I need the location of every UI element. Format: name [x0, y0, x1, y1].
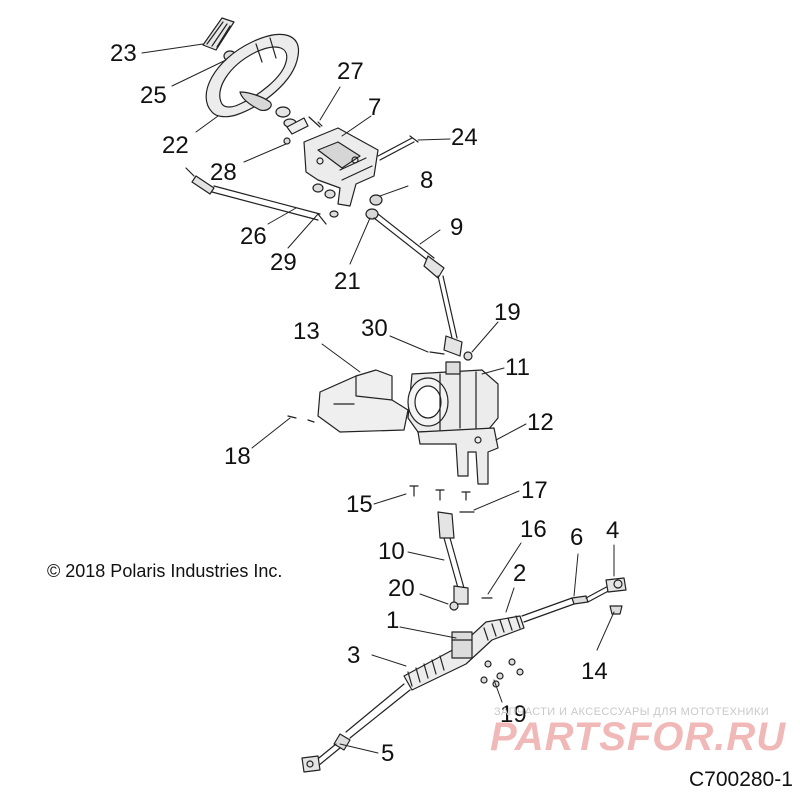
callout-28: 28 — [210, 159, 237, 186]
callout-16: 16 — [520, 516, 547, 543]
nut-20 — [449, 601, 459, 611]
callout-29: 29 — [270, 249, 297, 276]
callout-27: 27 — [337, 58, 364, 85]
steering-wheel-cap — [202, 17, 235, 51]
callout-4: 4 — [606, 517, 620, 544]
watermark-brand: PARTSFOR.RU — [490, 715, 787, 759]
bolt-24 — [377, 135, 419, 161]
watermark-tagline: ЗАПЧАСТИ И АКСЕССУАРЫ ДЛЯ МОТОТЕХНИКИ — [494, 706, 770, 718]
eps-unit — [407, 361, 499, 433]
callout-5: 5 — [381, 740, 395, 767]
bushing-21 — [365, 208, 379, 220]
callout-15: 15 — [346, 491, 373, 518]
callout-26: 26 — [240, 223, 267, 250]
callout-14: 14 — [581, 658, 608, 685]
bolt-27 — [308, 116, 323, 128]
washer-28 — [283, 137, 291, 145]
nut-14 — [609, 605, 623, 615]
column-bushings — [275, 106, 309, 135]
eps-mount-bracket — [417, 427, 499, 485]
screw-18 — [287, 415, 315, 423]
callout-13: 13 — [293, 318, 320, 345]
spacers-29 — [312, 183, 339, 218]
bolt-30 — [429, 351, 445, 355]
upper-steering-shaft — [373, 213, 463, 357]
steering-rack — [403, 615, 525, 691]
callout-24: 24 — [451, 124, 478, 151]
leader-lines — [141, 43, 615, 754]
callout-19-lower: 19 — [500, 701, 527, 728]
tie-rod-right — [521, 583, 615, 623]
callout-12: 12 — [527, 409, 554, 436]
steering-wheel — [205, 33, 300, 118]
gas-strut — [185, 167, 327, 225]
bolts-15 — [409, 485, 471, 501]
callout-10: 10 — [378, 538, 405, 565]
figure-id: C700280-1 — [689, 768, 793, 791]
callout-9: 9 — [450, 214, 464, 241]
callout-21: 21 — [334, 268, 361, 295]
callout-7: 7 — [368, 94, 382, 121]
callout-25: 25 — [140, 82, 167, 109]
callout-8: 8 — [420, 167, 434, 194]
callout-18: 18 — [224, 443, 251, 470]
callout-17: 17 — [521, 477, 548, 504]
nut-19-upper — [463, 351, 473, 361]
callout-2: 2 — [513, 560, 527, 587]
column-bracket — [303, 127, 379, 207]
nuts-19-lower — [480, 658, 524, 688]
intermediate-shaft — [437, 511, 469, 605]
callout-22: 22 — [162, 132, 189, 159]
callout-19-upper: 19 — [494, 299, 521, 326]
tie-rod-left — [301, 683, 411, 773]
callout-1: 1 — [386, 607, 400, 634]
tie-rod-end-right — [605, 577, 627, 593]
eps-cover — [317, 369, 409, 433]
callout-20: 20 — [388, 575, 415, 602]
callout-30: 30 — [361, 315, 388, 342]
callout-23: 23 — [110, 40, 137, 67]
callout-6: 6 — [570, 524, 584, 551]
callout-3: 3 — [347, 642, 361, 669]
callout-11: 11 — [505, 354, 530, 381]
copyright-notice: © 2018 Polaris Industries Inc. — [47, 561, 283, 581]
bushing-8 — [369, 194, 383, 206]
